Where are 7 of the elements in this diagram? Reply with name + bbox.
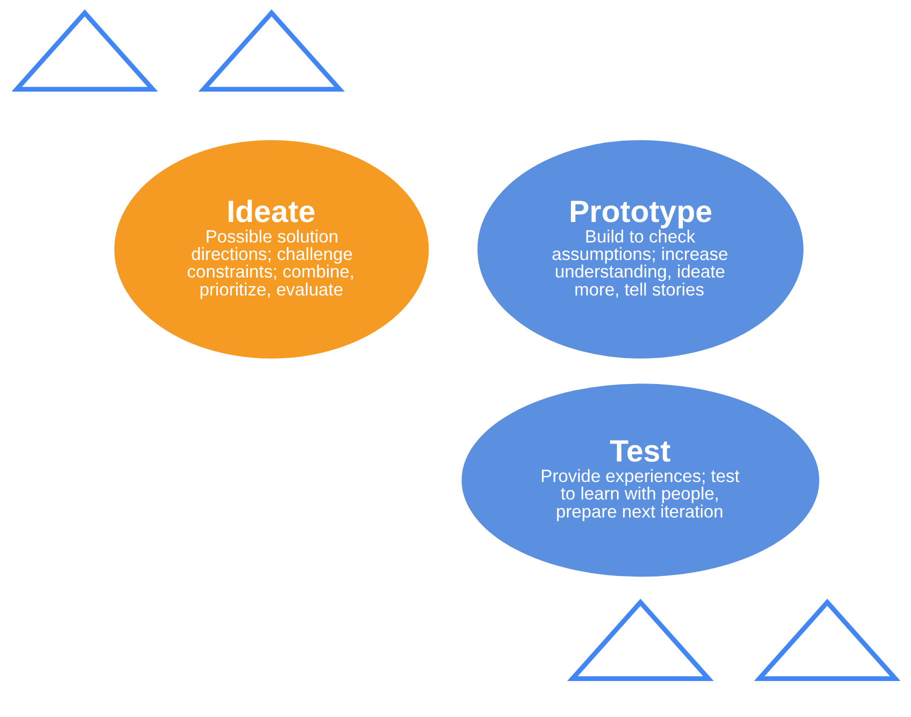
node-ellipse: Test Provide experiences; test to learn with people, prepare next iteration [461,384,819,577]
node-triangle [754,598,900,681]
node-ellipse: Prototype Build to check assumptions; increase understanding, ideate more, tell stories [476,140,803,359]
node-ellipse: Ideate Possible solution directions; challenge constraints; combine, prioritize, evaluate [114,140,428,359]
node-triangle [12,9,158,92]
node-triangle [566,598,714,681]
node-triangle [198,9,344,92]
